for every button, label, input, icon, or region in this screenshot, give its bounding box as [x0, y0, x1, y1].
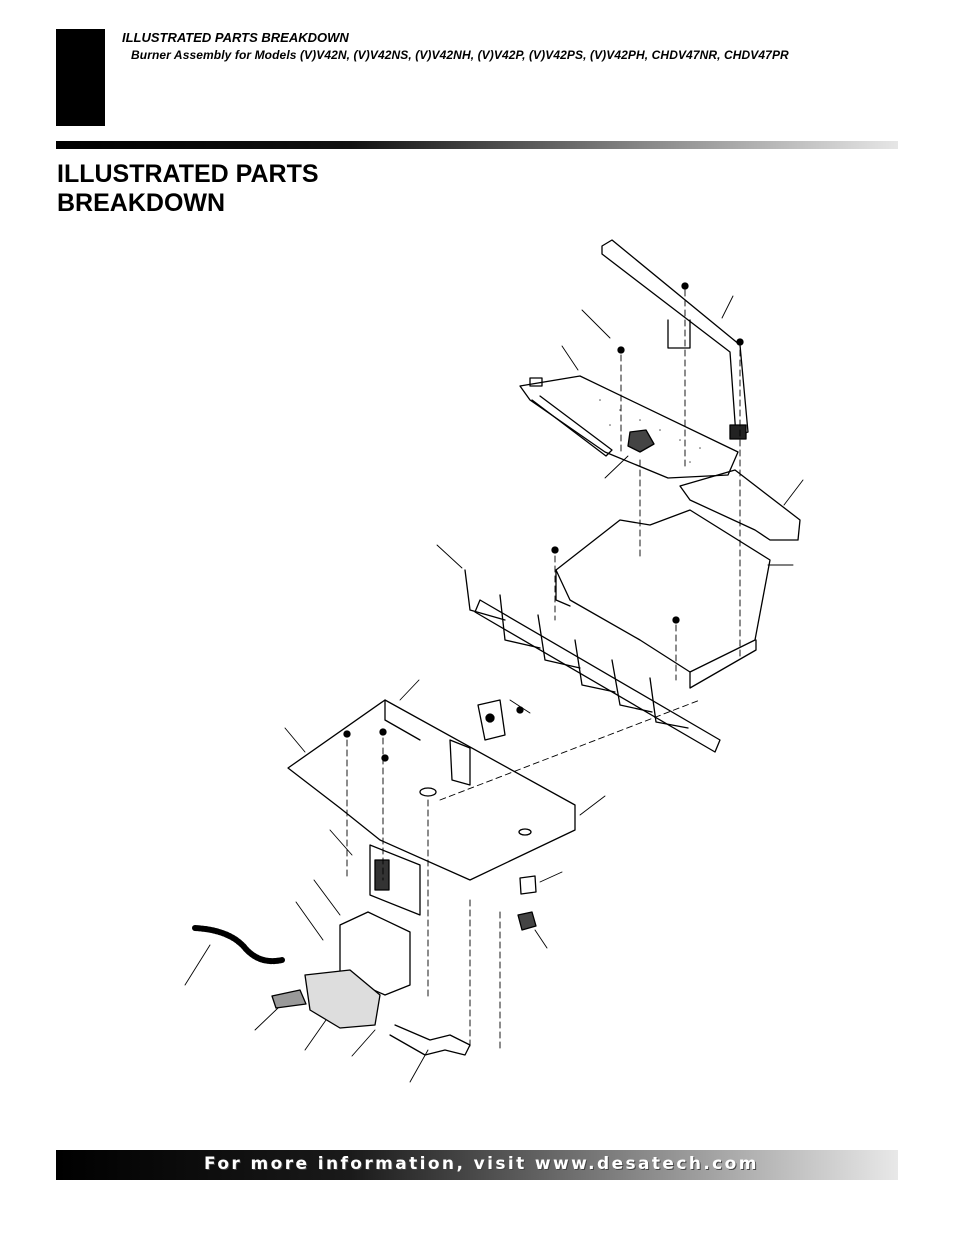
valve-bracket: [369, 844, 421, 916]
pilot-assembly: [449, 699, 506, 786]
burner-pan: [555, 469, 801, 689]
burner-tubes: [464, 569, 721, 753]
assembly-lines: [346, 289, 741, 1051]
base-plate: [287, 699, 576, 881]
gas-supply-tube: [389, 1024, 471, 1056]
burner-tube-top: [601, 239, 749, 440]
section-title-line-2: BREAKDOWN: [57, 189, 226, 217]
section-title-line-1: ILLUSTRATED PARTS: [57, 160, 319, 188]
footer-info-text: For more information, visit www.desatech…: [204, 1154, 759, 1174]
screw-group-lower: [343, 546, 680, 762]
screw-group-upper: [617, 282, 744, 354]
ember-tray-texture: [599, 399, 701, 463]
elbow-fitting: [627, 429, 655, 453]
flex-gas-line: [192, 925, 285, 965]
gas-valve: [271, 969, 381, 1029]
section-tab-marker: [56, 29, 105, 126]
footer-banner: For more information, visit www.desatech…: [56, 1150, 898, 1180]
header-title: ILLUSTRATED PARTS BREAKDOWN: [122, 30, 349, 45]
parts-exploded-diagram: [184, 239, 804, 1083]
leader-lines: [184, 295, 804, 1083]
ember-tray: [519, 375, 739, 479]
fittings: [517, 875, 537, 931]
section-title: ILLUSTRATED PARTS BREAKDOWN: [57, 160, 319, 218]
header-subtitle: Burner Assembly for Models (V)V42N, (V)V…: [131, 48, 789, 62]
header-rule: [56, 141, 898, 149]
